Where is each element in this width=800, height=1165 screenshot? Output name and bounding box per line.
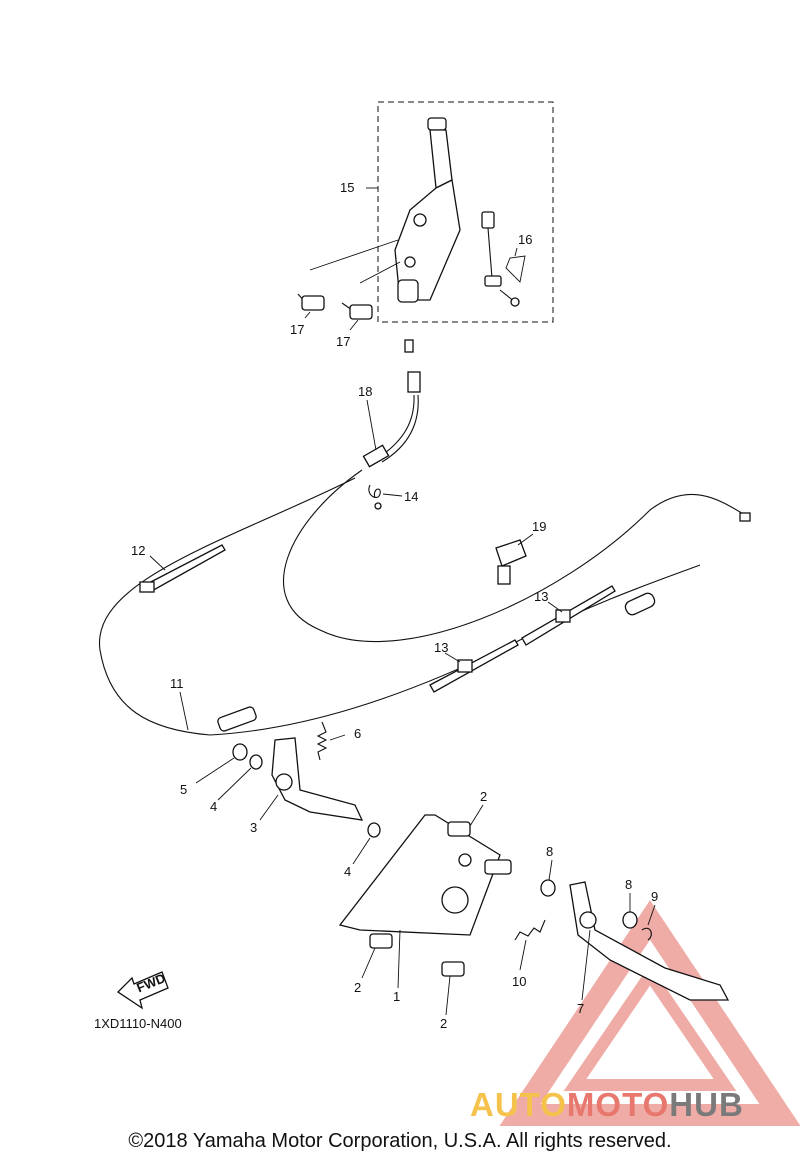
callout-4b: 4 [344,864,351,879]
watermark-word-1: AUTO [470,1086,567,1123]
callout-2c: 2 [440,1016,447,1031]
callout-10: 10 [512,974,526,989]
callout-2b: 2 [354,980,361,995]
brake-cable [99,339,751,736]
copyright-notice: ©2018 Yamaha Motor Corporation, U.S.A. A… [128,1130,672,1152]
callout-7: 7 [577,1001,584,1016]
callout-4a: 4 [210,799,217,814]
washers-left [232,743,381,838]
callout-15: 15 [340,180,354,195]
watermark-logo [499,900,800,1126]
callout-5: 5 [180,782,187,797]
callout-12: 12 [131,543,145,558]
cable-tie-12 [139,544,226,593]
bolts-2 [369,821,512,977]
callout-16: 16 [518,232,532,247]
pedal-arm [271,737,364,821]
bolts-17 [297,239,401,320]
callout-17a: 17 [290,322,304,337]
cable-tie-13b [521,585,616,646]
watermark-word-3: HUB [669,1086,744,1123]
callout-6: 6 [354,726,361,741]
spring-6 [316,721,346,761]
callout-17b: 17 [336,334,350,349]
pedal-parts-right [514,879,730,1001]
callout-3: 3 [250,820,257,835]
callout-8b: 8 [625,877,632,892]
watermark-text: AUTOMOTOHUB [470,1086,744,1124]
callout-13a: 13 [434,640,448,655]
callout-8a: 8 [546,844,553,859]
watermark-word-2: MOTO [566,1086,670,1123]
callout-19: 19 [532,519,546,534]
cable-holder [495,539,527,585]
pedal-bracket [338,814,501,936]
lever-assembly-box [377,101,554,323]
callout-9: 9 [651,889,658,904]
hand-lever-assembly [394,117,461,303]
cable-clip [368,484,382,510]
leader-lines [149,187,656,1016]
fwd-arrow: FWD [116,970,169,1010]
callout-11: 11 [170,676,184,691]
diagram-code: 1XD1110-N400 [94,1016,182,1031]
callout-1: 1 [393,989,400,1004]
callout-18: 18 [358,384,372,399]
callout-2a: 2 [480,789,487,804]
callout-13b: 13 [534,589,548,604]
callout-14: 14 [404,489,418,504]
cable-tie-13a [429,639,519,693]
brake-switch [481,211,526,307]
callout-numbers: 15 16 17 17 18 14 12 19 13 13 11 6 5 2 4… [131,180,658,1031]
